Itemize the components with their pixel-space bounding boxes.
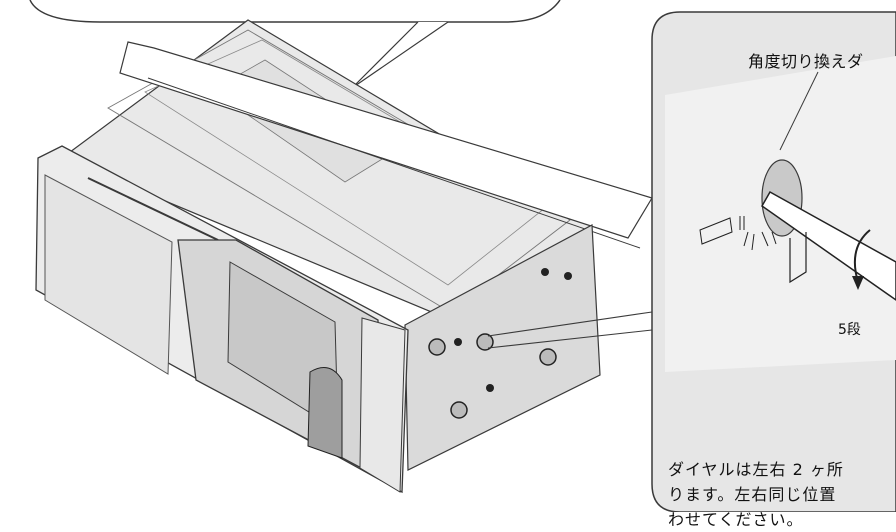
mount-hole [539,348,557,366]
angle-markings [699,216,777,251]
eject-button [307,367,343,459]
top-callout-tail [351,21,449,89]
cd-changer-illustration [29,0,896,512]
top-callout-bubble [29,0,561,23]
front-slot [87,177,219,241]
mount-hole [428,338,446,356]
screwdriver-icon [761,190,896,301]
callout-title: 角度切り換えダ [748,52,864,71]
bracket-mark [789,232,807,284]
mount-hole [486,384,494,392]
note-line-2: ります。左右同じ位置 [668,485,837,504]
front-left-panel [44,174,173,375]
mount-hole [454,338,462,346]
title-leader [779,71,819,151]
front-right-strip [359,317,406,493]
wedge-lower [147,77,641,249]
wedge-pointer [119,41,653,239]
screw-hole [564,272,572,280]
mount-hole [450,401,468,419]
arrow-head [852,276,864,290]
angle-dial-icon [476,333,494,351]
top-ridge-1 [107,29,571,313]
screw-hole [541,268,549,276]
note-line-1: ダイヤルは左右 2 ヶ所 [668,460,844,479]
callout-leader [487,311,653,349]
step-label: 5段 [838,322,861,338]
